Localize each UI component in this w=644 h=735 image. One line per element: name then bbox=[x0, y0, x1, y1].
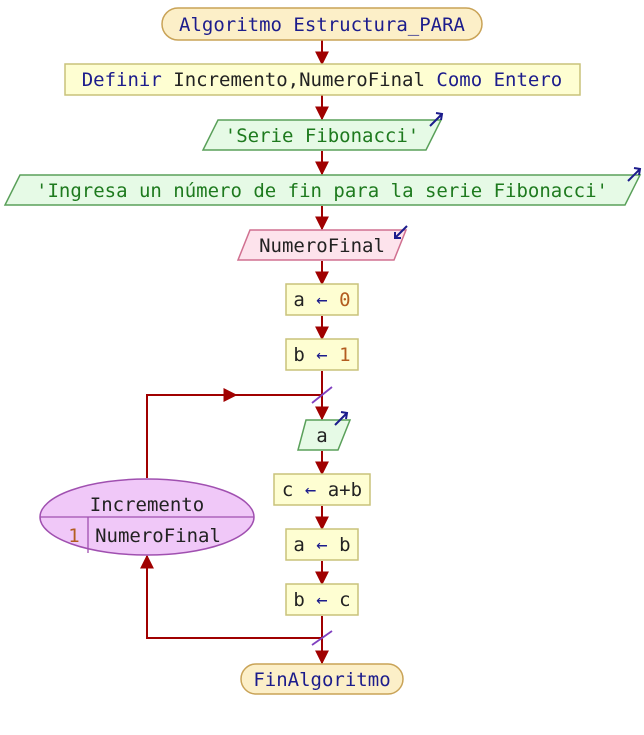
input-numero-final: NumeroFinal bbox=[236, 225, 408, 261]
output-ingresa-numero-text: 'Ingresa un número de fin para la serie … bbox=[36, 180, 608, 202]
loop-variable: Incremento bbox=[90, 494, 204, 516]
assign-a-0: a ← 0 bbox=[285, 283, 359, 316]
assign-a-b: a ← b bbox=[285, 528, 359, 561]
loop-return-path bbox=[140, 388, 322, 639]
output-arrow-icon bbox=[627, 167, 642, 182]
output-serie-fibonacci-text: 'Serie Fibonacci' bbox=[225, 125, 419, 147]
end-label: FinAlgoritmo bbox=[253, 669, 390, 691]
define-variables: Incremento,NumeroFinal bbox=[173, 69, 425, 91]
start-terminator: Algoritmo Estructura_PARA bbox=[161, 7, 483, 41]
assign-b-c-text: b ← c bbox=[293, 589, 350, 611]
assign-a-0-text: a ← 0 bbox=[293, 289, 350, 311]
define-como-keyword: Como bbox=[436, 69, 482, 91]
loop-back-connector bbox=[140, 554, 322, 639]
assign-c-text: c ← a+b bbox=[282, 479, 362, 501]
loop-end-value: NumeroFinal bbox=[95, 525, 221, 547]
output-arrow-icon bbox=[334, 411, 349, 426]
define-statement: Definir Incremento,NumeroFinal Como Ente… bbox=[82, 69, 563, 91]
assign-c-a-plus-b: c ← a+b bbox=[273, 473, 371, 506]
assign-b-c: b ← c bbox=[285, 583, 359, 616]
loop-para-node: Incremento 1 NumeroFinal bbox=[39, 478, 255, 556]
loop-start-value: 1 bbox=[68, 525, 79, 547]
assign-a-b-text: a ← b bbox=[293, 534, 350, 556]
define-keyword: Definir bbox=[82, 69, 162, 91]
input-numero-final-text: NumeroFinal bbox=[259, 235, 385, 257]
assign-b-1-text: b ← 1 bbox=[293, 344, 350, 366]
loop-exit-tick bbox=[311, 630, 333, 646]
loop-entry-connector bbox=[146, 388, 238, 478]
output-arrow-icon bbox=[429, 112, 444, 127]
output-a: a bbox=[297, 411, 352, 451]
input-arrow-icon bbox=[394, 225, 408, 239]
loop-entry-tick bbox=[311, 386, 333, 404]
output-serie-fibonacci: 'Serie Fibonacci' bbox=[201, 112, 444, 151]
start-label: Algoritmo Estructura_PARA bbox=[179, 14, 466, 36]
define-process: Definir Incremento,NumeroFinal Como Ente… bbox=[64, 63, 581, 96]
assign-b-1: b ← 1 bbox=[285, 338, 359, 371]
end-terminator: FinAlgoritmo bbox=[240, 663, 404, 695]
define-type: Entero bbox=[494, 69, 563, 91]
output-a-text: a bbox=[316, 425, 327, 447]
output-ingresa-numero: 'Ingresa un número de fin para la serie … bbox=[3, 167, 642, 206]
